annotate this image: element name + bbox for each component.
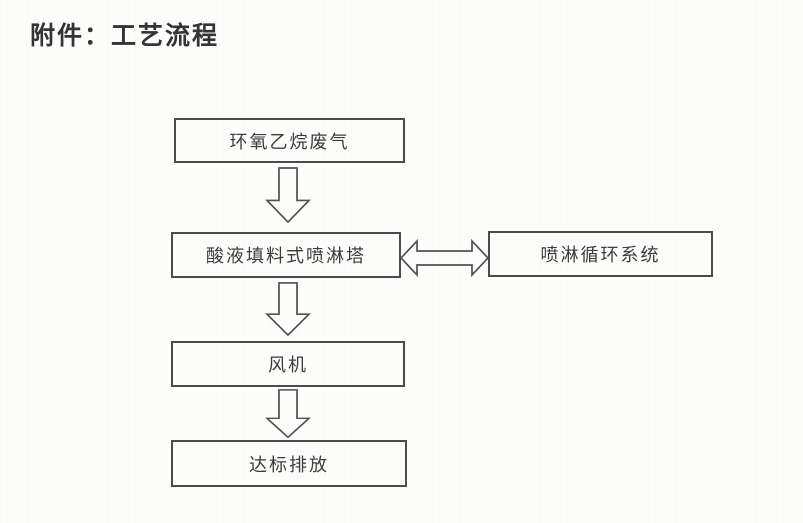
down-arrow-icon [265,389,311,439]
flow-node-spray-circulation-system: 喷淋循环系统 [488,231,713,277]
flow-node-fan: 风机 [171,341,405,387]
flow-node-acid-packed-spray-tower: 酸液填料式喷淋塔 [171,232,401,278]
page-title: 附件：工艺流程 [30,23,220,50]
down-arrow-icon [265,282,311,337]
flow-node-label: 环氧乙烷废气 [229,131,350,152]
flow-node-label: 达标排放 [249,454,329,475]
flow-node-label: 风机 [268,355,308,375]
flow-node-label: 酸液填料式喷淋塔 [206,246,366,266]
flow-node-compliant-discharge: 达标排放 [171,440,407,487]
flow-node-eo-waste-gas: 环氧乙烷废气 [174,118,405,163]
flow-node-label: 喷淋循环系统 [540,245,661,265]
down-arrow-icon [265,167,311,224]
double-arrow-icon [400,238,489,278]
